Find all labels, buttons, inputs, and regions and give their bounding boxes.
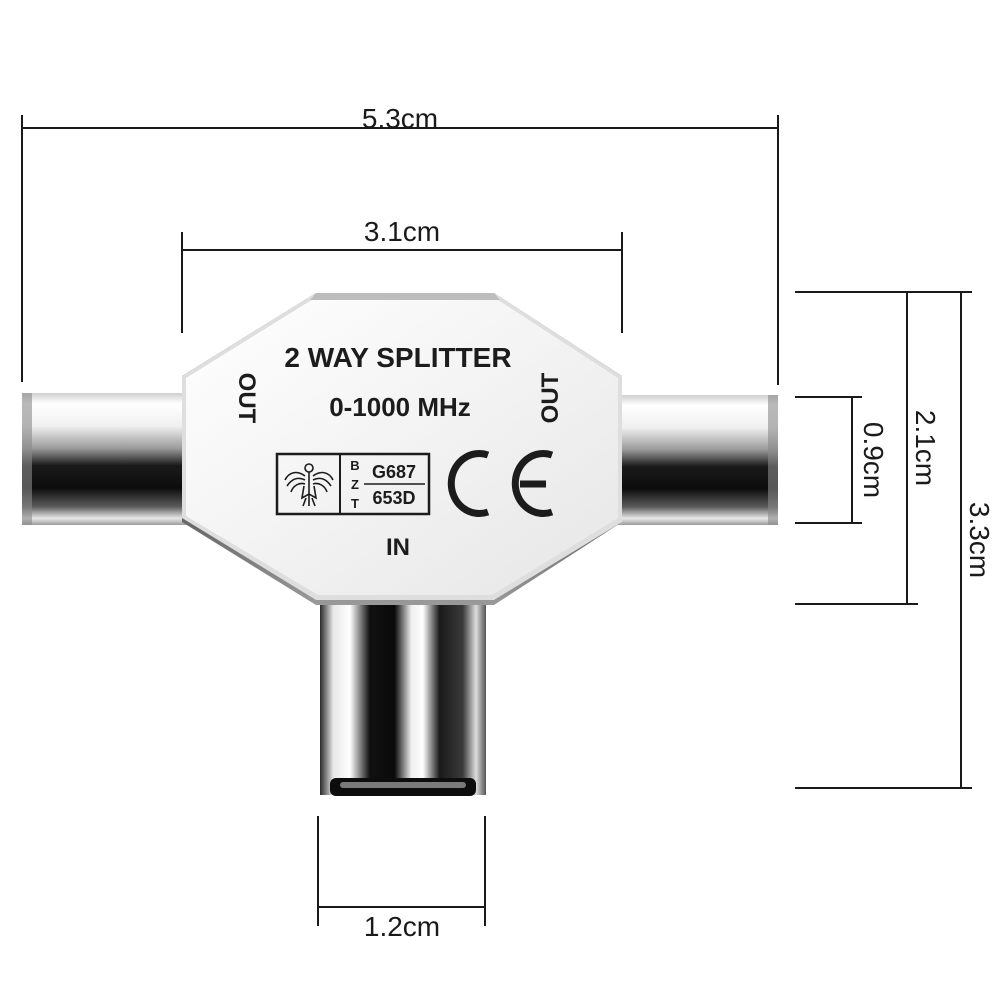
ce-mark-icon: [447, 450, 554, 517]
dim-body-width-label: 3.1cm: [364, 216, 440, 247]
out-right-label: OUT: [537, 372, 564, 423]
splitter-body: [182, 293, 622, 605]
cert-code-2: 653D: [372, 488, 415, 508]
cert-letter-b: B: [350, 458, 359, 473]
dimension-lines: [21, 115, 972, 926]
cert-code-1: G687: [372, 462, 416, 482]
right-plug: [600, 395, 778, 525]
left-plug: [22, 393, 200, 525]
product-title: 2 WAY SPLITTER: [284, 342, 511, 373]
dim-body-height-label: 2.1cm: [910, 410, 941, 486]
dim-plug-diameter-label: 0.9cm: [858, 422, 889, 498]
dim-total-width-label: 5.3cm: [362, 103, 438, 134]
out-left-label: OUT: [233, 373, 260, 424]
in-label: IN: [386, 534, 410, 561]
bottom-socket: [320, 585, 486, 796]
cert-letter-t: T: [351, 496, 359, 511]
certification-box: B Z T G687 653D: [275, 452, 431, 516]
frequency-label: 0-1000 MHz: [329, 392, 471, 422]
cert-letter-z: Z: [351, 477, 359, 492]
dim-socket-width-label: 1.2cm: [364, 911, 440, 942]
dim-total-height-label: 3.3cm: [964, 502, 995, 578]
federal-eagle-icon: [284, 463, 334, 507]
